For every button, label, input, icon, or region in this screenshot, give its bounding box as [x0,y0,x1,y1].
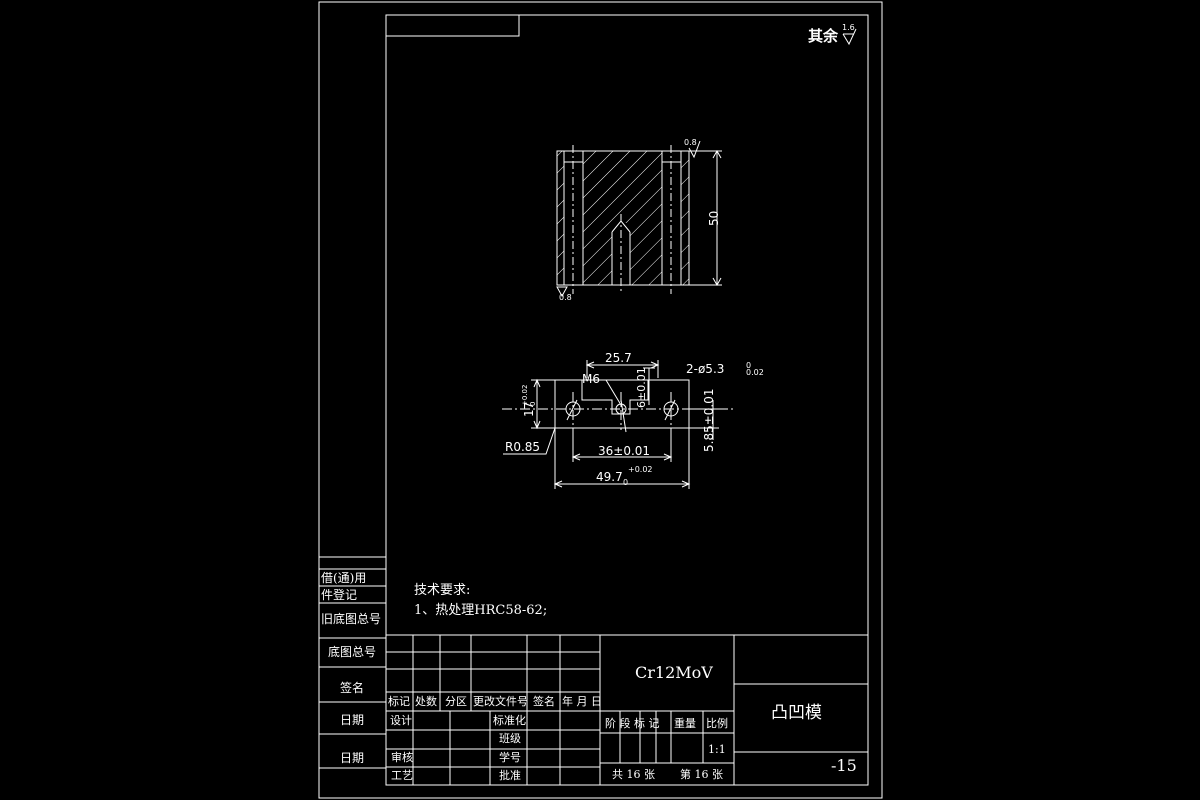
roughness-symbol-icon [842,28,857,46]
section-centerlines [572,145,672,294]
holes-tol-lower: 0.02 [746,368,764,377]
left-pin-hole [565,401,581,417]
dim-49-7-upper: +0.02 [628,465,653,474]
notes-title: 技术要求: [414,583,470,598]
revision-grid [386,635,600,785]
dim-5-85-text: 5.85±0.01 [702,389,716,453]
left-side-column: 借(通)用 件登记 旧底图总号 底图总号 签名 日期 日期 [319,556,386,769]
dim-17-text: 17 [522,402,536,417]
tb-weight-header: 重量 [674,716,696,730]
tb-review: 审核 [391,750,413,764]
side-column-lines [319,556,386,769]
height-dimension-lines [689,149,722,287]
tb-scale-header: 比例 [706,716,728,730]
section-right-hole [662,151,681,285]
title-block-frame [386,634,868,785]
tb-design: 设计 [390,714,412,727]
tb-sheet-total: 共 16 张 [612,768,655,781]
tb-student-no: 学号 [499,750,521,764]
tb-drawing-no: -15 [831,756,857,775]
tb-process: 工艺 [391,769,413,782]
top-left-code-box [385,14,520,37]
tb-class: 班级 [499,732,521,745]
tb-scale-value: 1:1 [708,743,726,756]
dim-17-lower: 0 [529,402,537,406]
tb-stage-header: 阶 段 标 记 [605,716,660,730]
roughness-corner-note: 其余 1.6 [808,23,857,46]
bottom-roughness-text: 0.8 [559,293,572,302]
front-section-view: 50 0.8 0.8 [556,138,722,302]
rev-header-date: 年 月 日 [562,694,602,708]
dim-49-7-text: 49.7 [596,470,623,484]
holes-tol-upper: 0 [746,361,751,370]
right-pin-hole [663,401,679,417]
side-label-register: 件登记 [321,587,357,602]
title-block: 标记 处数 分区 更改文件号 签名 年 月 日 设计 标准化 班级 学号 审核 … [386,634,868,785]
side-label-signature: 签名 [340,680,364,695]
side-roughness-text: 0.8 [684,138,697,147]
dim-36-text: 36±0.01 [598,444,650,458]
roughness-corner-label: 其余 [808,27,839,45]
tb-sheet-no: 第 16 张 [680,767,723,781]
section-outline [556,150,690,286]
inner-drawing-border [385,14,869,786]
tb-approve: 批准 [499,768,521,782]
side-label-shared: 借(通)用 [321,571,366,585]
tb-standardize: 标准化 [493,713,526,727]
side-label-base: 底图总号 [328,644,376,659]
r0-85-leader [503,427,556,455]
center-tapped-hole [615,403,627,415]
rev-header-doc: 更改文件号 [473,694,528,708]
technical-notes: 技术要求: 1、热处理HRC58-62; [414,583,547,618]
dim-36-lines [571,428,673,462]
tb-material: Cr12MoV [635,663,713,682]
rev-header-mark: 标记 [388,694,410,708]
notes-item-1: 1、热处理HRC58-62; [414,603,547,618]
tol-6-dimension-lines [643,367,655,405]
bottom-roughness-icon [556,286,568,298]
width-25-7-dimension [585,360,660,378]
tb-part-name: 凸凹模 [771,703,822,723]
rev-header-count: 处数 [415,695,437,708]
dim-5-85-lines [689,400,719,440]
height-dimension-text: 50 [707,211,721,226]
side-roughness-icon [688,140,701,159]
side-label-date-2: 日期 [340,751,364,765]
r0-85-text: R0.85 [505,440,540,454]
holes-callout-text: 2-ø5.3 [686,362,724,376]
dim-49-7-lines [553,428,691,489]
plan-outline [554,379,690,429]
dim-49-7-lower: 0 [623,478,628,487]
dim-17-upper: +0.02 [521,385,529,406]
plan-centerlines [502,392,735,430]
dim-17-lines [531,378,555,430]
width-25-7-text: 25.7 [605,351,632,365]
hole-leader-lines [566,379,686,433]
roughness-corner-value: 1.6 [842,23,855,32]
top-plan-view: 25.7 M6 6±0.01 2-ø5.3 0 0.02 17 +0.02 0 … [502,351,764,489]
rev-header-sign: 签名 [533,694,555,708]
side-label-date-1: 日期 [340,713,364,727]
stage-grid [600,710,734,764]
rev-header-zone: 分区 [445,695,467,708]
side-label-old-base: 旧底图总号 [321,611,381,626]
section-left-hole [564,151,583,285]
outer-sheet-border [318,1,883,799]
tol-6-text: 6±0.01 [635,367,648,408]
m6-thread-text: M6 [582,372,600,386]
